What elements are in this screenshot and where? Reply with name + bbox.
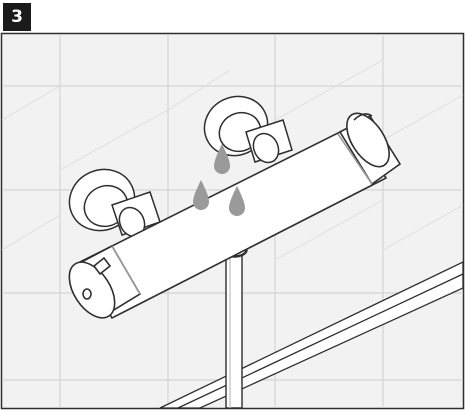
water-drop-icon [229, 186, 245, 216]
left-wall-connector [68, 168, 161, 238]
right-wall-connector [203, 95, 293, 164]
shower-hose [225, 249, 243, 409]
wall-tiles [1, 34, 464, 408]
water-drop-icon [193, 180, 209, 210]
water-drop-icon [214, 144, 230, 174]
mixer-body [68, 112, 402, 320]
step-number-badge: 3 [3, 3, 31, 31]
